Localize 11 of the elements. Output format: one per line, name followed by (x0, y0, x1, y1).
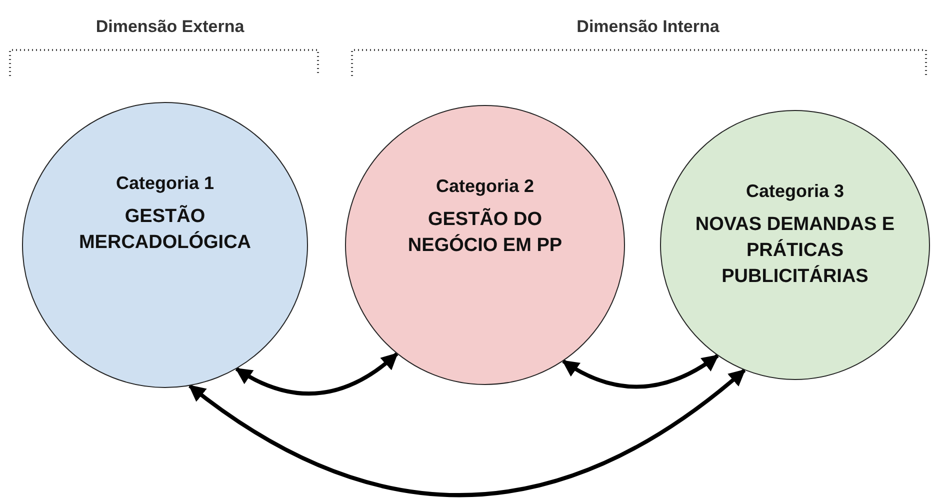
dimension-heading: Dimensão Externa (96, 17, 244, 37)
category-label: Categoria 3 (746, 181, 844, 202)
double-arrow (235, 352, 398, 396)
category-label: Categoria 2 (436, 176, 534, 197)
double-arrow (188, 368, 746, 497)
category-title: NOVAS DEMANDAS E PRÁTICAS PUBLICITÁRIAS (694, 213, 896, 290)
double-arrow (562, 354, 719, 389)
dimension-heading: Dimensão Interna (576, 17, 720, 37)
category-label: Categoria 1 (116, 173, 214, 194)
category-title: GESTÃO DO NEGÓCIO EM PP (406, 207, 564, 258)
category-title: GESTÃO MERCADOLÓGICA (78, 204, 252, 256)
